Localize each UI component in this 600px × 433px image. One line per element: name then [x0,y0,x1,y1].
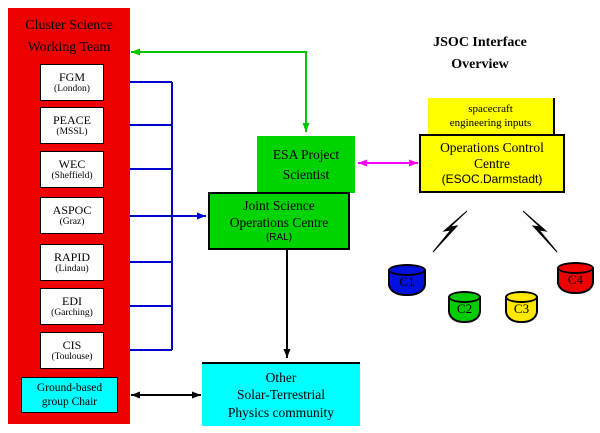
instrument-name: EDI [62,293,82,308]
team-esa-green-arrow [131,48,310,132]
spacecraft-engineering-inputs-box: spacecraft engineering inputs [428,98,555,134]
cylinder-top [557,262,594,274]
esa-line2: Scientist [282,166,330,182]
satellite-label: C4 [567,272,584,287]
instrument-location: (Sheffield) [51,170,93,181]
instrument-box-wec: WEC (Sheffield) [40,151,104,188]
instrument-box-peace: PEACE (MSSL) [40,107,104,144]
satellite-c2: C2 [448,291,481,323]
instrument-name: WEC [58,156,86,171]
satellite-label: C2 [456,301,473,316]
instrument-box-fgm: FGM (London) [40,64,104,101]
sc-inputs-line2: engineering inputs [449,117,532,129]
page-title-line1: JSOC Interface [433,35,527,50]
ground-based-group-chair-box: Ground-based group Chair [21,377,118,413]
ground-based-line1: Ground-based [36,381,103,394]
page-title-line2: Overview [451,56,509,72]
instrument-box-cis: CIS (Toulouse) [40,332,104,369]
other-solar-terrestrial-community-box: Other Solar-Terrestrial Physics communit… [202,362,360,426]
sc-inputs-line1: spacecraft [468,102,513,115]
stp-line3: Physics community [227,404,335,420]
jsoc-line1: Joint Science [243,197,315,213]
cluster-team-title: Cluster Science Working Team [8,15,130,58]
cylinder-top [388,264,426,276]
instrument-location: (MSSL) [56,126,88,137]
instrument-name: ASPOC [52,202,92,217]
page-title: JSOC Interface Overview [415,32,545,75]
lightning-bolt-left-icon [432,210,468,253]
satellite-c3: C3 [505,291,538,323]
esa-line1: ESA Project [272,146,340,162]
instrument-location: (Lindau) [55,263,89,274]
cluster-team-title-line1: Cluster Science [25,18,113,33]
instrument-box-aspoc: ASPOC (Graz) [40,197,104,234]
instrument-location: (Toulouse) [51,351,93,362]
instrument-name: CIS [62,337,82,352]
instrument-name: FGM [58,69,85,84]
instrument-box-rapid: RAPID (Lindau) [40,244,104,281]
satellite-label: C3 [513,301,530,316]
satellite-c4: C4 [557,262,594,294]
cylinder-top [505,291,538,303]
stp-line2: Solar-Terrestrial [237,387,325,403]
lightning-bolt-right-icon [522,210,558,253]
operations-control-centre-box: Operations Control Centre (ESOC.Darmstad… [419,134,565,193]
cylinder-top [448,291,481,303]
occ-line2: Centre [474,156,510,172]
occ-line1: Operations Control [440,140,544,156]
instrument-location: (London) [54,83,90,94]
satellite-label: C1 [399,274,415,289]
instrument-location: (Garching) [51,307,93,318]
instrument-name: PEACE [52,112,91,127]
cluster-science-working-team-box: Cluster Science Working Team FGM (London… [8,8,130,424]
joint-science-operations-centre-box: Joint Science Operations Centre (RAL) [208,192,350,250]
instrument-name: RAPID [53,249,90,264]
satellite-c1: C1 [388,264,426,296]
ground-based-line2: group Chair [41,396,98,408]
stp-line1: Other [265,369,297,385]
esa-project-scientist-box: ESA Project Scientist [257,136,355,193]
occ-line3: (ESOC.Darmstadt) [441,172,543,187]
jsoc-line3: (RAL) [265,231,293,243]
instrument-location: (Graz) [59,216,85,227]
jsoc-line2: Operations Centre [229,214,329,230]
instrument-box-edi: EDI (Garching) [40,288,104,325]
cluster-team-title-line2: Working Team [27,39,111,55]
